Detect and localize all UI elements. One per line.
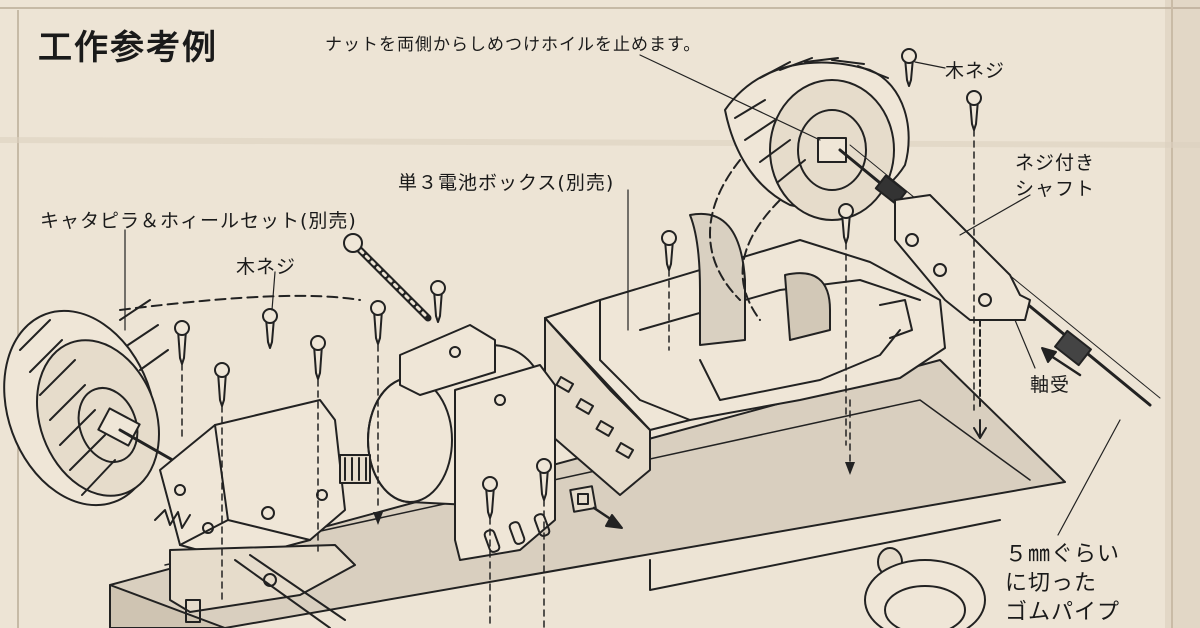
nut-note-label: ナットを両側からしめつけホイルを止めます。 [325,35,702,55]
rubber-pipe [864,547,986,628]
rubber-pipe-label-line3: ゴムパイプ [1005,600,1121,625]
rubber-pipe-label: ５㎜ぐらい に切った ゴムパイプ [1005,540,1120,627]
caterpillar-set-label: キャタピラ＆ホィールセット(別売) [40,210,357,232]
nut-with-arrow [569,485,623,529]
rubber-pipe-label-line2: に切った [1005,571,1098,596]
lower-rail [185,554,346,628]
push-arrow [1041,347,1082,377]
leader-lines [124,54,1121,536]
wood-screws [174,48,982,519]
rubber-pipe-label-line1: ５㎜ぐらい [1005,542,1121,567]
threaded-shaft-label-line2: シャフト [1015,178,1096,200]
battery-box [544,212,946,496]
long-screw [343,233,432,322]
bearing-plate [894,194,1031,439]
left-wheel [3,294,361,507]
battery-box-label: 単３電池ボックス(別売) [398,172,615,194]
bearing-label: 軸受 [1030,374,1071,396]
page-title: 工作参考例 [38,28,218,68]
wood-screw-left-label: 木ネジ [236,256,297,278]
threaded-shaft-label: ネジ付き シャフト [1015,150,1095,202]
drop-arrows [373,462,855,525]
motor [339,324,556,561]
drop-guides [181,129,975,628]
threaded-shaft-label-line1: ネジ付き [1015,152,1096,174]
wood-screw-top-label: 木ネジ [945,60,1006,82]
right-wheel [709,57,910,321]
